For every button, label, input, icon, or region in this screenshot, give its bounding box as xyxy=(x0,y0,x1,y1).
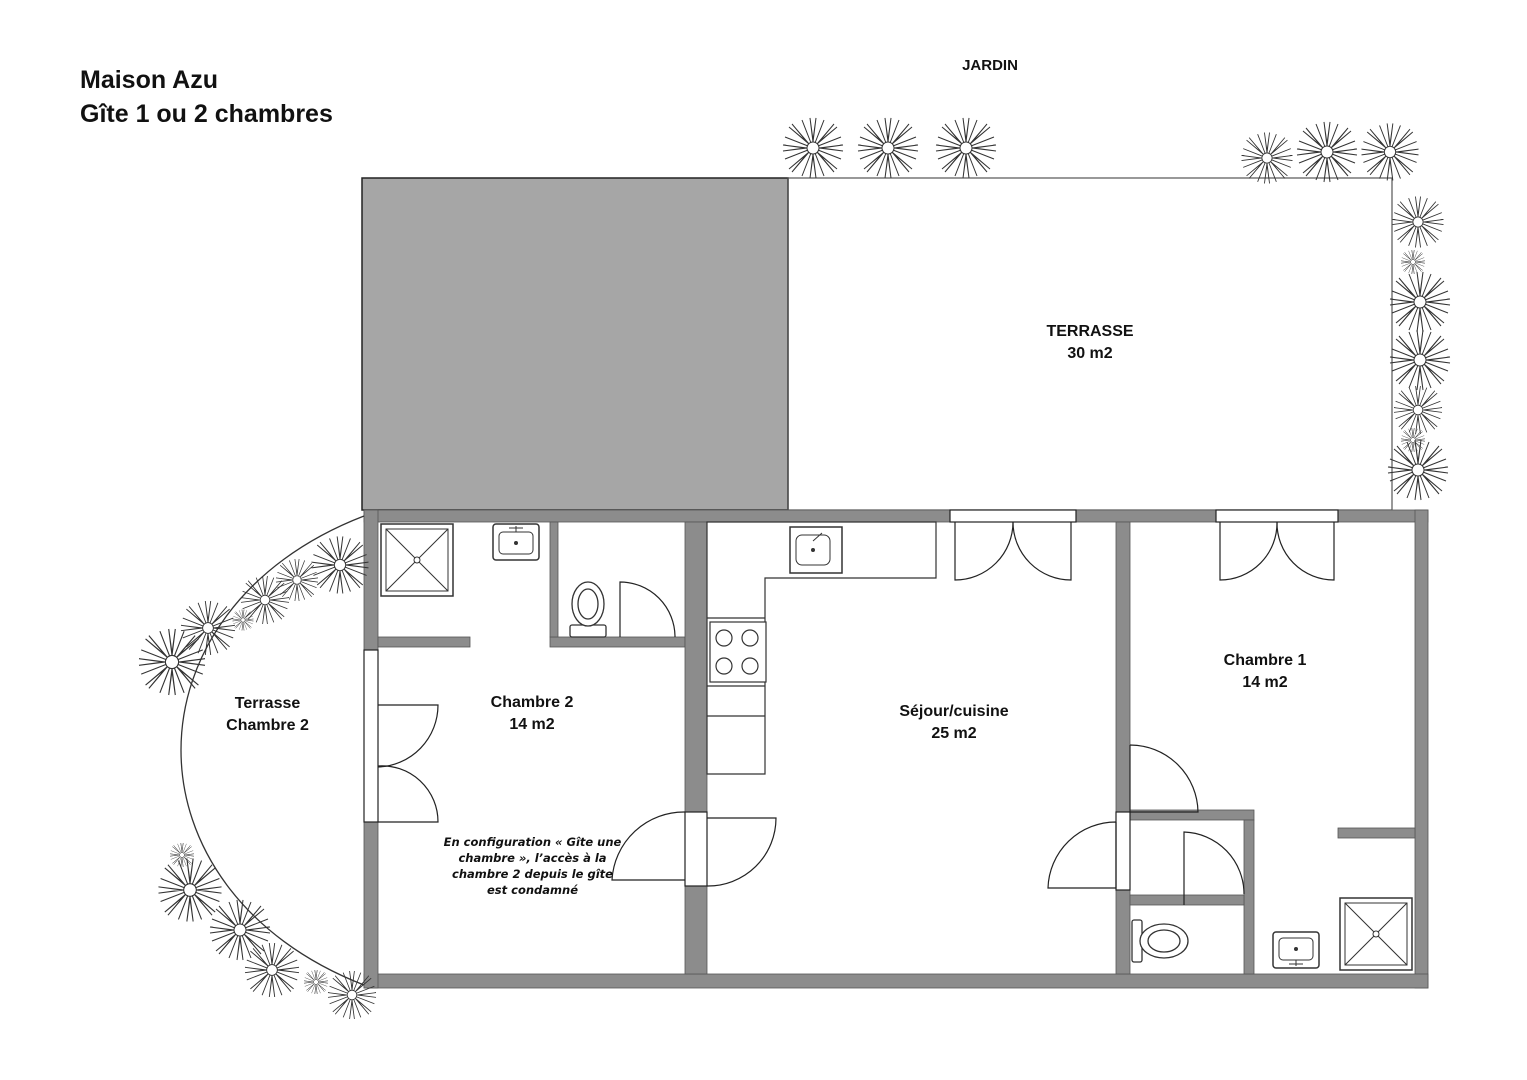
plant-icon xyxy=(1296,121,1358,183)
kitchen-counter xyxy=(706,521,937,775)
room-area: 14 m2 xyxy=(509,716,555,733)
plant-icon xyxy=(275,558,319,602)
plant-icon xyxy=(244,942,300,998)
walls xyxy=(363,509,1429,989)
plant-icon xyxy=(1389,329,1451,391)
page-title: Maison Azu xyxy=(80,66,218,94)
page-subtitle: Gîte 1 ou 2 chambres xyxy=(80,100,333,128)
kitchen-sink-icon xyxy=(789,526,843,574)
plant-icon xyxy=(303,969,329,995)
plant-icon xyxy=(1389,271,1451,333)
room-name: Terrasse xyxy=(234,695,301,712)
room-label-terrasse: TERRASSE 30 m2 xyxy=(1010,321,1170,365)
plant-icon xyxy=(1393,385,1443,435)
plant-icon xyxy=(857,117,919,179)
room-label-chambre2: Chambre 2 14 m2 xyxy=(462,692,602,736)
toilet-icon xyxy=(1131,919,1189,963)
plant-icon xyxy=(1241,132,1293,184)
plant-icon xyxy=(1387,439,1449,501)
plant-icon xyxy=(1361,123,1419,181)
terrace-curve xyxy=(180,515,365,986)
plant-icon xyxy=(240,575,290,625)
toilet-icon xyxy=(569,581,607,638)
plant-icon xyxy=(1400,249,1426,275)
room-label-chambre1: Chambre 1 14 m2 xyxy=(1195,650,1335,694)
plant-icon xyxy=(311,536,369,594)
covered-area xyxy=(361,177,789,511)
room-name: Chambre 1 xyxy=(1223,652,1307,669)
room-area: 25 m2 xyxy=(931,725,977,742)
room-name: Chambre 2 xyxy=(490,694,574,711)
sink-icon xyxy=(1272,931,1320,969)
plant-icon xyxy=(935,117,997,179)
room-name: Séjour/cuisine xyxy=(899,703,1009,720)
room-area: 30 m2 xyxy=(1067,345,1113,362)
plant-icon xyxy=(1392,196,1444,248)
sink-icon xyxy=(492,523,540,561)
plant-icon xyxy=(1400,427,1426,453)
plant-icon xyxy=(782,117,844,179)
plant-icon xyxy=(157,857,223,923)
stove-icon xyxy=(709,621,767,683)
plant-icon xyxy=(209,899,271,961)
configuration-note: En configuration « Gîte une chambre », l… xyxy=(443,835,622,897)
room-label-terrasse-chambre2: Terrasse Chambre 2 xyxy=(200,693,335,737)
room-name-2: Chambre 2 xyxy=(226,717,309,734)
garden-label: JARDIN xyxy=(962,57,1018,74)
shower-icon xyxy=(1339,897,1413,971)
door-swing-icon xyxy=(363,509,1339,905)
room-label-sejour: Séjour/cuisine 25 m2 xyxy=(874,701,1034,745)
plant-icon xyxy=(138,628,206,696)
room-area: 14 m2 xyxy=(1242,674,1288,691)
shower-icon xyxy=(380,523,454,597)
room-name: TERRASSE xyxy=(1046,323,1134,340)
plant-icon xyxy=(169,842,195,868)
